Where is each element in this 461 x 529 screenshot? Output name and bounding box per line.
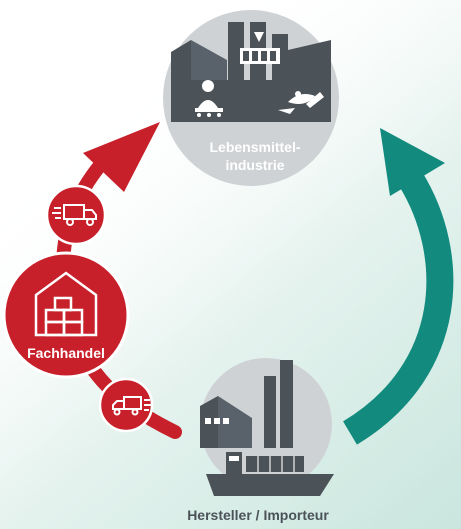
food-industry-node: Lebensmittel- industrie [163,10,339,186]
manufacturer-node [200,358,334,496]
factory-ship-icon [200,360,334,496]
warehouse-icon [34,271,98,337]
food-industry-label-line2: industrie [225,157,284,173]
truck-badge-lower [98,377,154,433]
truck-badge-upper [45,184,107,246]
specialist-trade-label: Fachhandel [27,345,105,361]
food-industry-label-line1: Lebensmittel- [209,139,300,155]
food-factory-icon [171,22,331,122]
manufacturer-label: Hersteller / Importeur [187,507,329,523]
specialist-trade-node: Fachhandel [2,251,130,379]
delivery-truck-icon [112,396,152,416]
teal-arrow [342,128,454,445]
delivery-truck-icon [52,204,97,226]
